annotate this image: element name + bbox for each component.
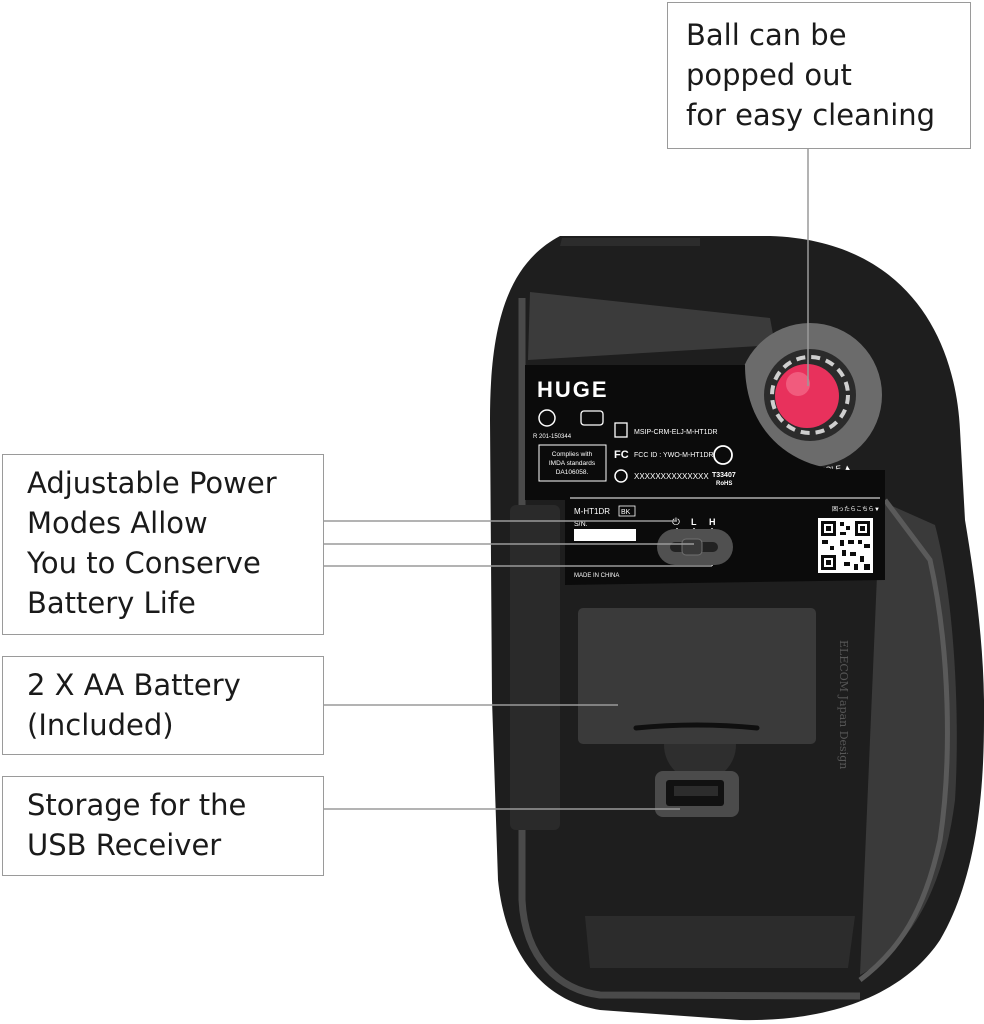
trackball-highlight xyxy=(786,372,810,396)
model-code: M-HT1DR xyxy=(574,507,610,516)
trackball[interactable] xyxy=(775,364,839,428)
battery-cover-latch xyxy=(633,722,760,731)
fcc-id: FCC ID : YWO-M-HT1DR xyxy=(634,452,714,459)
msip-code: MSIP-CRM-ELJ-M-HT1DR xyxy=(634,429,718,436)
kc-icon xyxy=(614,422,628,438)
mouse-left-rail xyxy=(528,292,775,360)
vcci-icon xyxy=(580,410,604,426)
ball-dashes xyxy=(770,355,850,435)
callout-ball: Ball can be popped out for easy cleaning xyxy=(667,2,971,149)
power-icon: ⏻ xyxy=(672,517,680,528)
left-foot-pad xyxy=(510,505,560,830)
fcc-icon: FC xyxy=(614,449,629,461)
cert-mark-icon xyxy=(538,409,556,427)
imda-box xyxy=(538,444,607,482)
color-code: BK xyxy=(621,509,631,516)
serial-placeholder: XXXXXXXXXXXXXX xyxy=(634,472,709,481)
side-brand-text: ELECOM Japan Design xyxy=(837,640,850,769)
rohs-mark: RoHS xyxy=(716,481,732,487)
brand-logo: HUGE xyxy=(537,377,609,402)
mouse-right-rail-edge xyxy=(858,498,950,982)
callout-battery: 2 X AA Battery (Included) xyxy=(2,656,324,755)
mouse-top-edge xyxy=(560,238,700,246)
power-switch-knob[interactable] xyxy=(681,538,703,556)
nfc-icon xyxy=(614,469,628,483)
sn-field xyxy=(574,529,636,541)
usb-slot-inner xyxy=(674,786,718,796)
mouse-outline-rail xyxy=(518,298,861,1000)
t-mark-icon xyxy=(713,445,733,465)
switch-label-l: L xyxy=(691,517,697,527)
made-in: MADE IN CHINA xyxy=(574,573,619,579)
battery-cover[interactable] xyxy=(578,608,816,744)
t-code: T33407 xyxy=(712,472,736,479)
qr-code xyxy=(818,518,873,573)
mouse-right-rail xyxy=(860,505,957,975)
leader-lines xyxy=(324,149,809,810)
bottom-foot-pad xyxy=(585,916,855,968)
switch-label-h: H xyxy=(709,517,716,527)
qr-caption: 困ったらこちら▼ xyxy=(832,506,880,513)
callout-power-modes: Adjustable Power Modes Allow You to Cons… xyxy=(2,454,324,635)
color-code-box xyxy=(618,505,636,517)
callout-usb-storage: Storage for the USB Receiver xyxy=(2,776,324,876)
sn-label: S/N. xyxy=(574,521,588,528)
cert-code: R 201-150344 xyxy=(533,434,572,440)
